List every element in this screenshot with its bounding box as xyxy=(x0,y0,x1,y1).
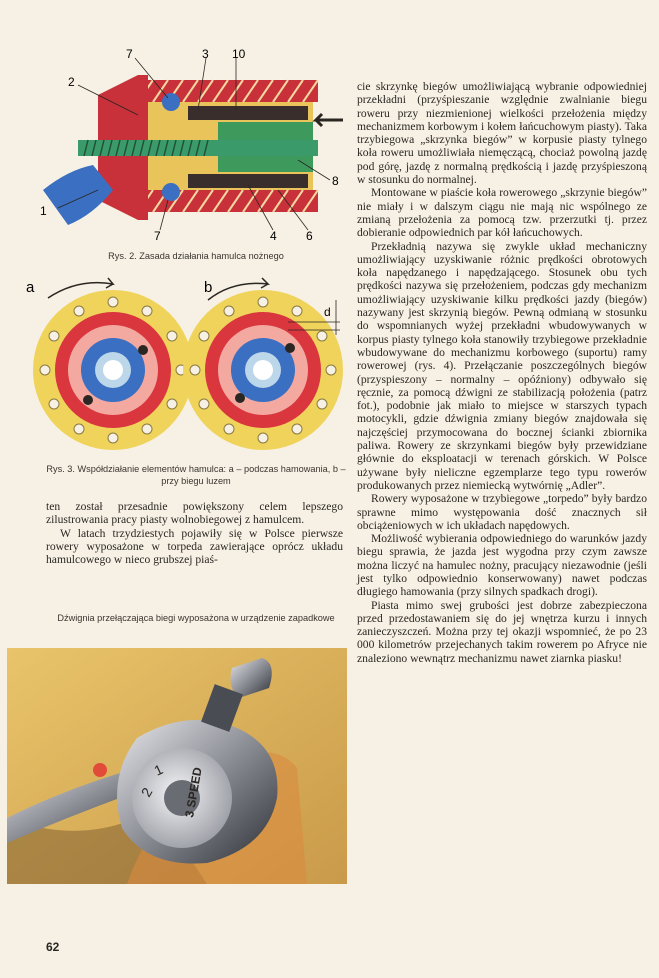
shell-hatch-bottom xyxy=(133,189,319,213)
bearing-ball-bottom xyxy=(162,183,180,201)
leader-lines xyxy=(57,57,331,231)
red-indicator xyxy=(93,763,107,777)
fig2-label: 10 xyxy=(232,47,246,61)
shell-hatch-top xyxy=(133,79,319,103)
force-arrow-icon xyxy=(312,112,343,128)
figure-3-caption: Rys. 3. Współdziałanie elementów hamulca… xyxy=(46,464,346,486)
fig2-label: 7 xyxy=(154,229,161,243)
left-column-text: ten został przesadnie powiększony celem … xyxy=(46,500,343,566)
gear-lever-photo: 1 2 3 SPEED xyxy=(7,648,347,884)
fig2-label: 8 xyxy=(332,174,339,188)
paragraph: Montowane w piaście koła rowerowego „skr… xyxy=(357,186,647,240)
paragraph: Przekładnią nazywa się zwykle układ mech… xyxy=(357,239,647,492)
fig2-label: 2 xyxy=(68,75,75,89)
brake-sleeve-top xyxy=(188,106,308,120)
wheel-b xyxy=(183,290,343,450)
figure-2-hub-diagram: 7 3 10 2 8 1 7 4 6 xyxy=(40,47,343,243)
fig3-leader-lines xyxy=(288,300,340,335)
rotation-arrow-icon xyxy=(207,277,271,301)
lever-arm xyxy=(7,768,147,843)
fig3-label-d: d xyxy=(324,305,331,319)
photo-caption: Dźwignia przełączająca biegi wyposażona … xyxy=(57,613,335,623)
rotation-arrow-icon xyxy=(47,277,115,299)
page-number: 62 xyxy=(46,940,60,954)
mounting-bolt xyxy=(230,658,272,698)
fig2-label: 4 xyxy=(270,229,277,243)
paragraph: cie skrzynkę biegów umożliwiającą wybran… xyxy=(357,80,647,187)
brake-sleeve-bottom xyxy=(188,174,308,188)
fig3-label-b: b xyxy=(204,279,212,296)
paragraph: Możliwość wybierania odpowiedniego do wa… xyxy=(357,532,647,599)
mounting-clamp xyxy=(201,684,243,732)
figure-2-caption: Rys. 2. Zasada działania hamulca nożnego xyxy=(108,251,284,261)
paragraph: W latach trzydziestych pojawiły się w Po… xyxy=(46,526,343,567)
figure-3-wheel-diagrams: a b d xyxy=(26,277,343,450)
fig2-label: 3 xyxy=(202,47,209,61)
fig2-label: 1 xyxy=(40,204,47,218)
fig2-label: 7 xyxy=(126,47,133,61)
bearing-ball-top xyxy=(162,93,180,111)
dial-center xyxy=(164,780,200,816)
paragraph: Rowery wyposażone w trzybiegowe „torpedo… xyxy=(357,492,647,532)
fig3-label-a: a xyxy=(26,279,35,296)
right-column-text: cie skrzynkę biegów umożliwiającą wybran… xyxy=(357,80,647,665)
axle-thread xyxy=(83,139,209,157)
brake-arm xyxy=(43,165,113,225)
paragraph: ten został przesadnie powiększony celem … xyxy=(46,500,343,527)
wheel-a xyxy=(33,290,193,450)
fig2-label: 6 xyxy=(306,229,313,243)
paragraph: Piasta mimo swej grubości jest dobrze za… xyxy=(357,598,647,665)
